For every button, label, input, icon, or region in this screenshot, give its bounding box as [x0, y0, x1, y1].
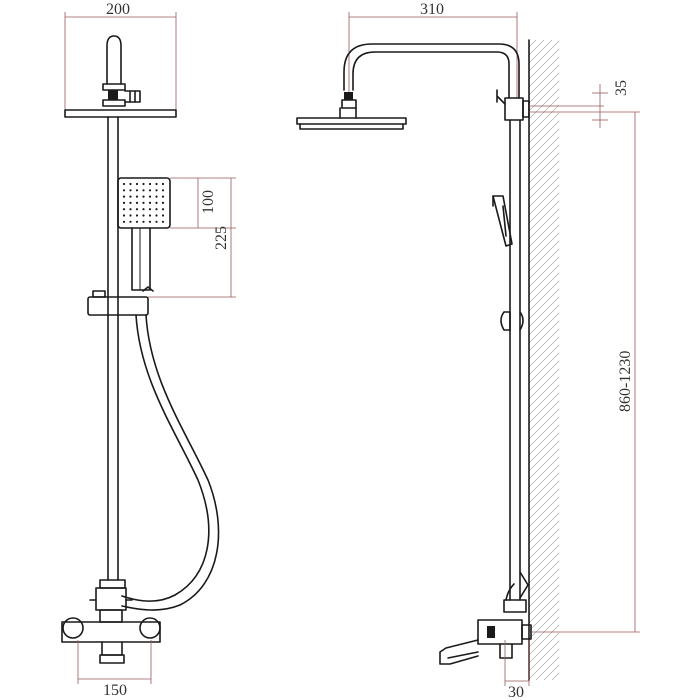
dimension-label-200: 200	[106, 1, 130, 18]
dimension-label-310: 310	[420, 1, 444, 18]
overhead-arm-front	[102, 35, 141, 107]
nozzle-dot	[148, 201, 152, 204]
dimension-wall-offset-bottom: 30	[504, 640, 530, 700]
nozzle-dot	[122, 220, 126, 223]
nozzle-dot	[129, 201, 132, 204]
nozzle-dot	[129, 220, 132, 223]
wall-section	[529, 40, 559, 680]
wall-bracket-top	[496, 89, 604, 121]
dimension-label-100: 100	[200, 190, 217, 214]
mixer-body-front	[61, 579, 161, 664]
hand-shower-nozzles	[122, 182, 165, 223]
dimension-wall-offset-top: 35	[592, 80, 630, 128]
nozzle-dot	[148, 195, 152, 198]
hand-shower-side	[492, 195, 513, 247]
nozzle-dot	[161, 208, 165, 211]
nozzle-dot	[142, 214, 145, 217]
shower-hose-front	[121, 314, 220, 611]
riser-pipe-front	[107, 116, 119, 581]
nozzle-dot	[155, 182, 158, 186]
nozzle-dot	[142, 189, 145, 192]
dimension-handshower-height: 100	[170, 177, 236, 229]
slide-holder-side	[500, 311, 524, 331]
dimension-holder-distance: 225	[148, 178, 236, 298]
nozzle-dot	[122, 182, 126, 186]
nozzle-dot	[135, 189, 139, 192]
nozzle-dot	[142, 195, 145, 198]
nozzle-dot	[129, 195, 132, 198]
nozzle-dot	[129, 182, 132, 186]
nozzle-dot	[148, 208, 152, 211]
nozzle-dot	[122, 214, 126, 217]
nozzle-dot	[129, 208, 132, 211]
nozzle-dot	[155, 201, 158, 204]
nozzle-dot	[155, 214, 158, 217]
diverter-side	[503, 571, 529, 613]
dimension-spout-width: 150	[77, 640, 152, 699]
nozzle-dot	[135, 208, 139, 211]
shower-head-front	[64, 109, 177, 118]
nozzle-dot	[135, 214, 139, 217]
nozzle-dot	[155, 220, 158, 223]
mixer-spout-side	[439, 619, 532, 665]
dimension-label-150: 150	[103, 682, 127, 699]
nozzle-dot	[161, 182, 165, 186]
dimension-head-width: 200	[64, 1, 177, 116]
nozzle-dot	[122, 195, 126, 198]
nozzle-dot	[155, 208, 158, 211]
overhead-arm-side	[341, 43, 520, 109]
nozzle-dot	[161, 214, 165, 217]
riser-pipe-side	[509, 119, 521, 601]
nozzle-dot	[135, 220, 139, 223]
nozzle-dot	[161, 201, 165, 204]
nozzle-dot	[148, 189, 152, 192]
nozzle-dot	[135, 201, 139, 204]
nozzle-dot	[155, 189, 158, 192]
nozzle-dot	[161, 220, 165, 223]
nozzle-dot	[122, 189, 126, 192]
side-view: 310 35	[296, 1, 640, 700]
dimension-label-35: 35	[613, 80, 630, 96]
dimension-label-860-1230: 860-1230	[617, 351, 634, 412]
nozzle-dot	[161, 195, 165, 198]
nozzle-dot	[161, 189, 165, 192]
nozzle-dot	[135, 195, 139, 198]
front-view: 200	[61, 1, 236, 699]
nozzle-dot	[122, 201, 126, 204]
dimension-label-225: 225	[213, 226, 230, 250]
dimension-height-range: 860-1230	[529, 111, 640, 633]
nozzle-dot	[129, 189, 132, 192]
nozzle-dot	[142, 208, 145, 211]
nozzle-dot	[122, 208, 126, 211]
nozzle-dot	[142, 220, 145, 223]
nozzle-dot	[148, 182, 152, 186]
nozzle-dot	[148, 214, 152, 217]
nozzle-dot	[148, 220, 152, 223]
nozzle-dot	[135, 182, 139, 186]
dimension-arm-reach: 310	[348, 1, 518, 98]
nozzle-dot	[155, 195, 158, 198]
nozzle-dot	[142, 182, 145, 186]
nozzle-dot	[129, 214, 132, 217]
dimension-label-30: 30	[508, 684, 524, 700]
nozzle-dot	[142, 201, 145, 204]
hand-shower-front	[117, 177, 171, 291]
shower-head-side	[296, 107, 407, 130]
slide-holder-front	[87, 286, 154, 316]
